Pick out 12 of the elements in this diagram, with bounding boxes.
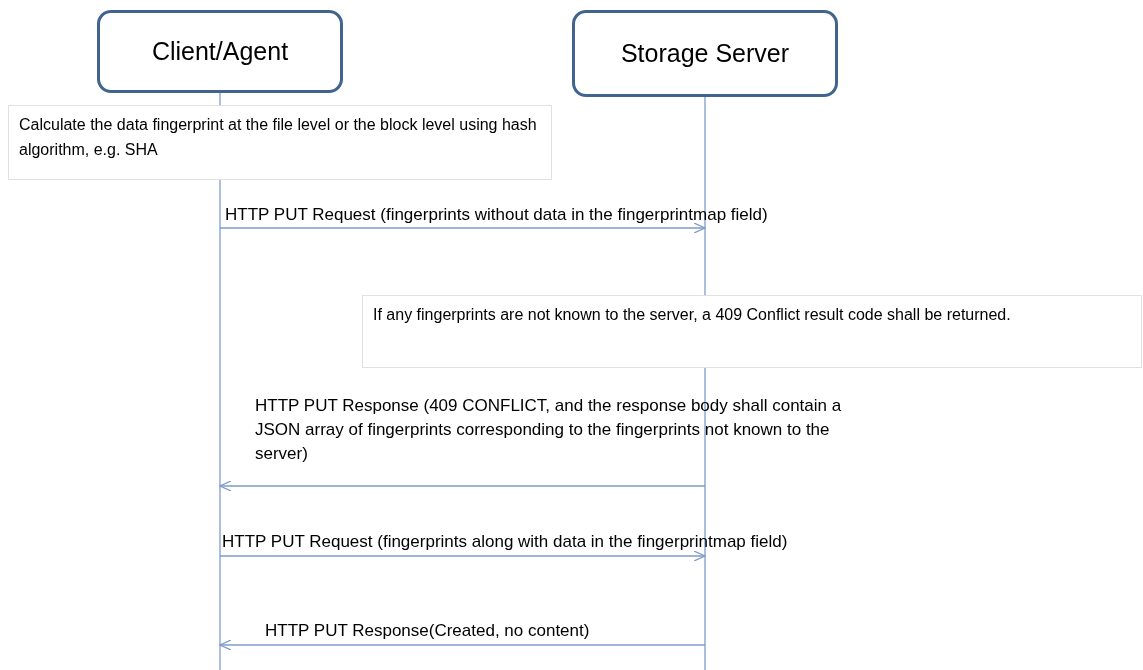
message-arrow bbox=[219, 222, 706, 234]
edge-label: HTTP PUT Response(Created, no content) bbox=[265, 620, 591, 642]
note-box: If any fingerprints are not known to the server, a 409 Conflict result code shall be returned. bbox=[362, 295, 1142, 368]
edge-label: HTTP PUT Request (fingerprints along with data in the fingerprintmap field) bbox=[222, 531, 789, 553]
message-arrow bbox=[219, 639, 706, 651]
message-arrow bbox=[219, 550, 706, 562]
participant-box: Storage Server bbox=[572, 10, 838, 97]
edge-label: HTTP PUT Request (fingerprints without data in the fingerprintmap field) bbox=[225, 204, 769, 226]
participant-box: Client/Agent bbox=[97, 10, 343, 93]
edge-label: HTTP PUT Response (409 CONFLICT, and the response body shall contain a JSON array of fingerprints corresponding to the fingerprints not known to the server) bbox=[255, 395, 843, 465]
message-arrow bbox=[219, 480, 706, 492]
note-box: Calculate the data fingerprint at the file level or the block level using hash algorithm, e.g. SHA bbox=[8, 105, 552, 180]
